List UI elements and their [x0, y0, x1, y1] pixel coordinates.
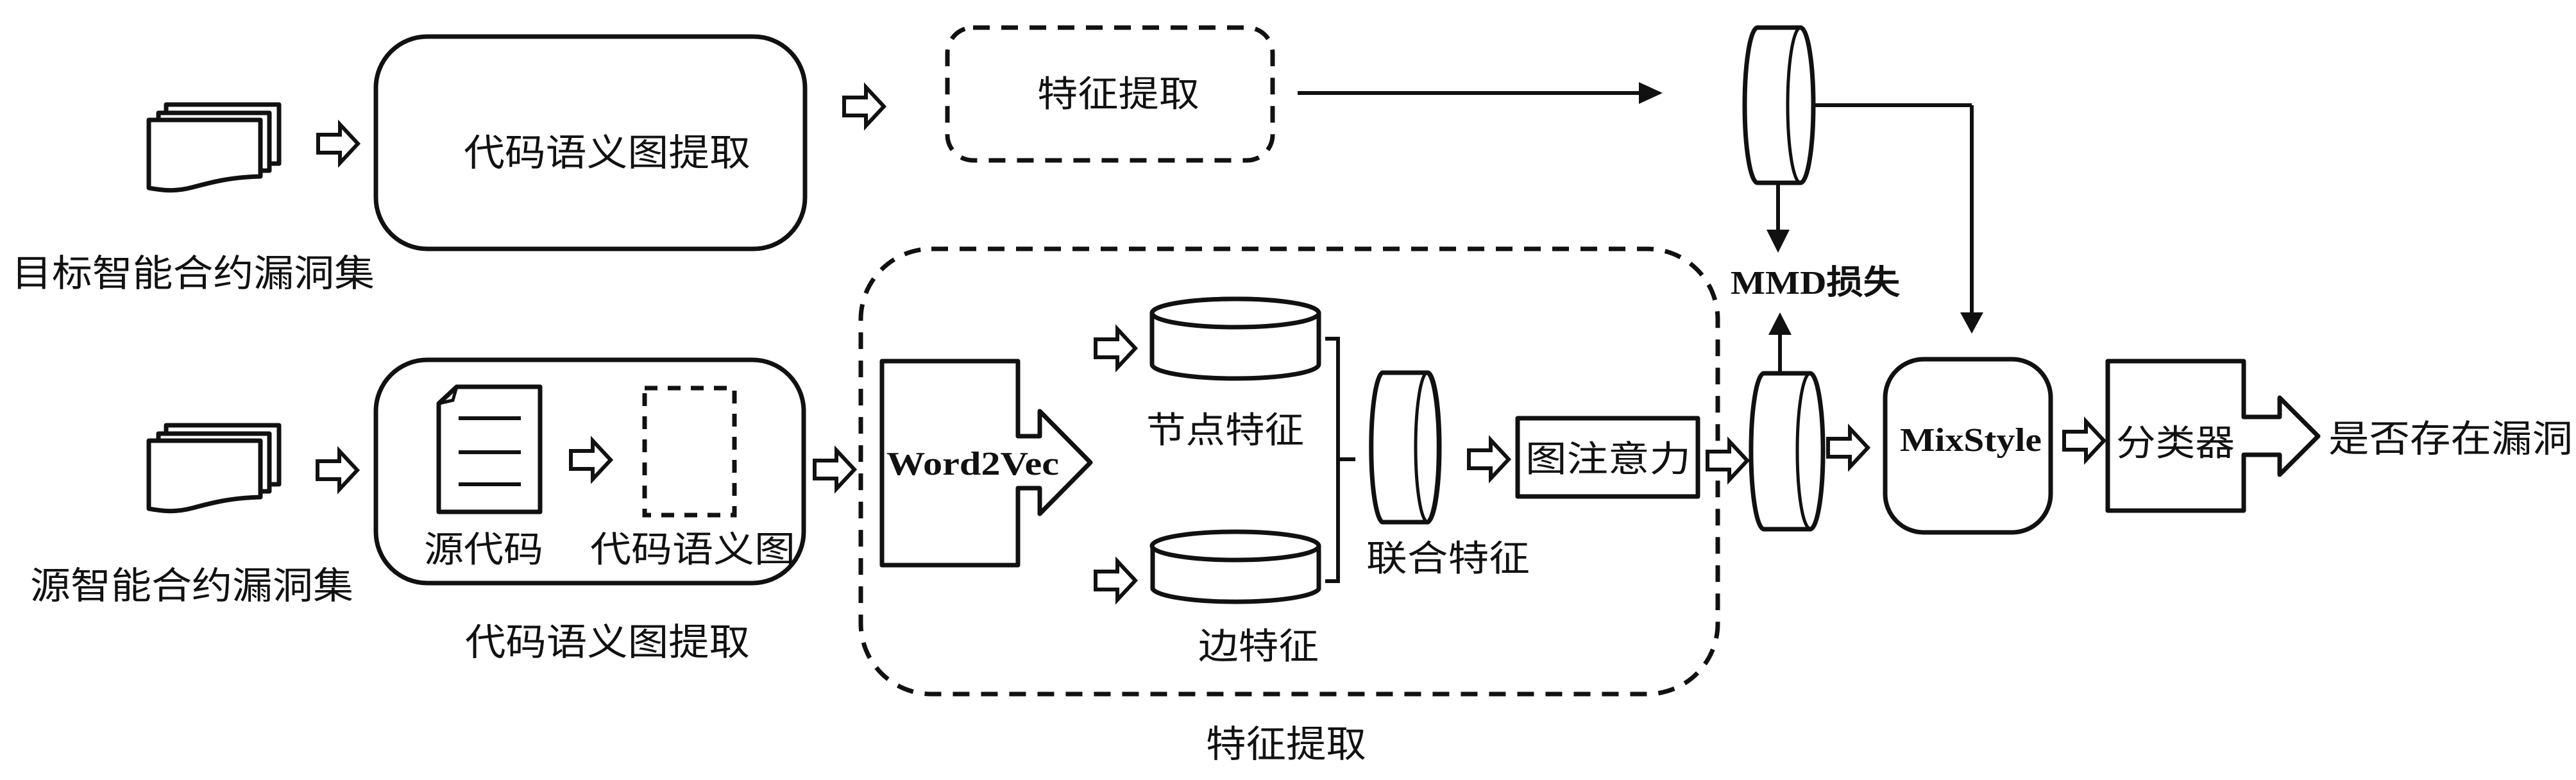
mmd-loss-label: MMD损失: [1731, 264, 1901, 301]
arrow-to-node-feature: [1096, 329, 1135, 368]
source-extraction-caption: 代码语义图提取: [465, 620, 750, 664]
edge-feature-cylinder: [1149, 529, 1321, 604]
target-feature-box: [945, 25, 1275, 163]
source-dataset-label: 源智能合约漏洞集: [30, 564, 353, 607]
feature-extraction-caption: 特征提取: [1206, 722, 1366, 766]
arrow-to-feature-extraction: [815, 450, 854, 489]
target-dataset-icon: [146, 102, 282, 193]
arrowhead-up-icon: [1768, 312, 1792, 335]
source-dataset-icon: [146, 423, 282, 514]
source-code-icon: [436, 384, 543, 514]
semantic-graph-icon: [642, 386, 737, 518]
arrow-to-classifier: [2064, 421, 2104, 460]
target-feature-box-label: 特征提取: [1037, 74, 1199, 115]
arrow-to-mixstyle: [1828, 428, 1868, 467]
edge-feature-label: 边特征: [1198, 626, 1319, 668]
arrow-source-to-extraction: [318, 451, 357, 489]
mixstyle-label: MixStyle: [1900, 422, 2042, 459]
arrow-to-graph-attention: [1469, 440, 1509, 479]
arrowhead-down-icon: [1767, 230, 1790, 253]
joint-feature-cylinder: [1369, 370, 1442, 525]
classifier-block: [2105, 359, 2321, 513]
target-extraction-box: [373, 34, 808, 251]
arrowhead-right-icon: [1639, 82, 1663, 104]
output-label: 是否存在漏洞: [2328, 417, 2573, 461]
target-feature-cylinder: [1742, 25, 1816, 185]
node-feature-label: 节点特征: [1146, 410, 1304, 452]
feature-merge-bracket: [1325, 337, 1355, 583]
semantic-graph-label: 代码语义图: [590, 529, 795, 571]
arrow-to-edge-feature: [1096, 561, 1135, 600]
source-code-label: 源代码: [424, 529, 543, 571]
mixstyle-box: [1883, 357, 2053, 535]
graph-attention-box: [1515, 416, 1700, 499]
arrow-to-target-feature: [844, 87, 884, 126]
node-feature-cylinder: [1149, 296, 1321, 381]
target-extraction-box-label: 代码语义图提取: [464, 131, 750, 174]
graph-attention-label: 图注意力: [1525, 439, 1691, 480]
arrowhead-down-icon: [1960, 312, 1983, 334]
word2vec-block: [879, 359, 1093, 568]
classifier-label: 分类器: [2116, 423, 2235, 464]
word2vec-label: Word2Vec: [886, 446, 1059, 482]
source-feature-cylinder: [1749, 371, 1826, 532]
target-dataset-label: 目标智能合约漏洞集: [12, 251, 375, 295]
joint-feature-label: 联合特征: [1366, 538, 1530, 580]
arrow-to-source-cylinder: [1707, 441, 1747, 480]
arrow-target-to-extraction: [318, 124, 358, 163]
